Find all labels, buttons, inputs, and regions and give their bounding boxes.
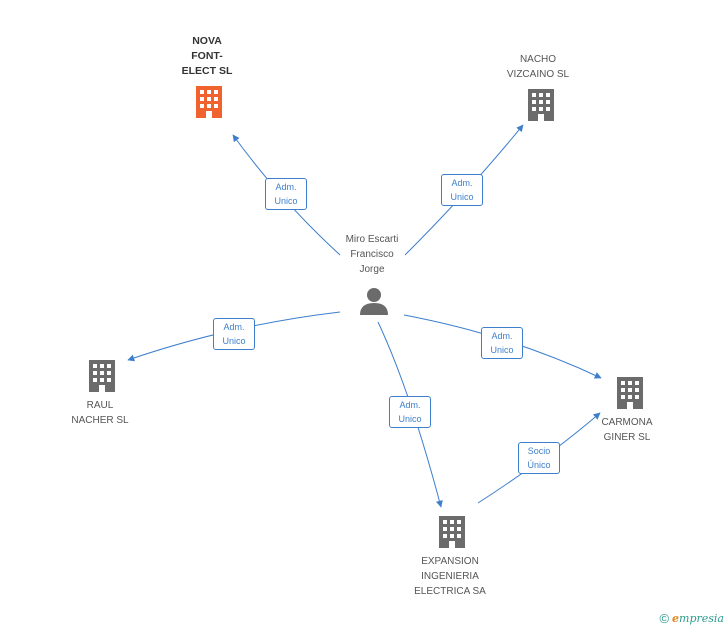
building-icon[interactable] [439,516,465,548]
edge-label-person-nacho[interactable]: Adm. Unico [441,174,483,206]
node-label-carmona[interactable]: CARMONA GINER SL [601,417,653,443]
edge-label-person-carmona[interactable]: Adm. Unico [481,327,523,359]
edge-label-person-raul[interactable]: Adm. Unico [213,318,255,350]
edge-label-person-expansion[interactable]: Adm. Unico [389,396,431,428]
node-label-person[interactable]: Miro Escarti Francisco Jorge [345,234,399,275]
edge-label-expansion-carmona[interactable]: Socio Único [518,442,560,474]
node-label-raul[interactable]: RAUL NACHER SL [71,400,129,426]
edge-label-person-nova[interactable]: Adm. Unico [265,178,307,210]
building-icon[interactable] [89,360,115,392]
footer-brand[interactable]: © empresia [659,611,724,626]
node-label-nova[interactable]: NOVA FONT- ELECT SL [181,35,233,77]
building-icon[interactable] [196,86,222,118]
person-icon[interactable] [360,288,388,315]
node-label-expansion[interactable]: EXPANSION INGENIERIA ELECTRICA SA [414,556,486,597]
node-label-nacho[interactable]: NACHO VIZCAINO SL [506,54,570,80]
building-icon[interactable] [617,377,643,409]
brand-logo: empresia [672,612,724,625]
building-icon[interactable] [528,89,554,121]
copyright-symbol: © [659,611,670,626]
